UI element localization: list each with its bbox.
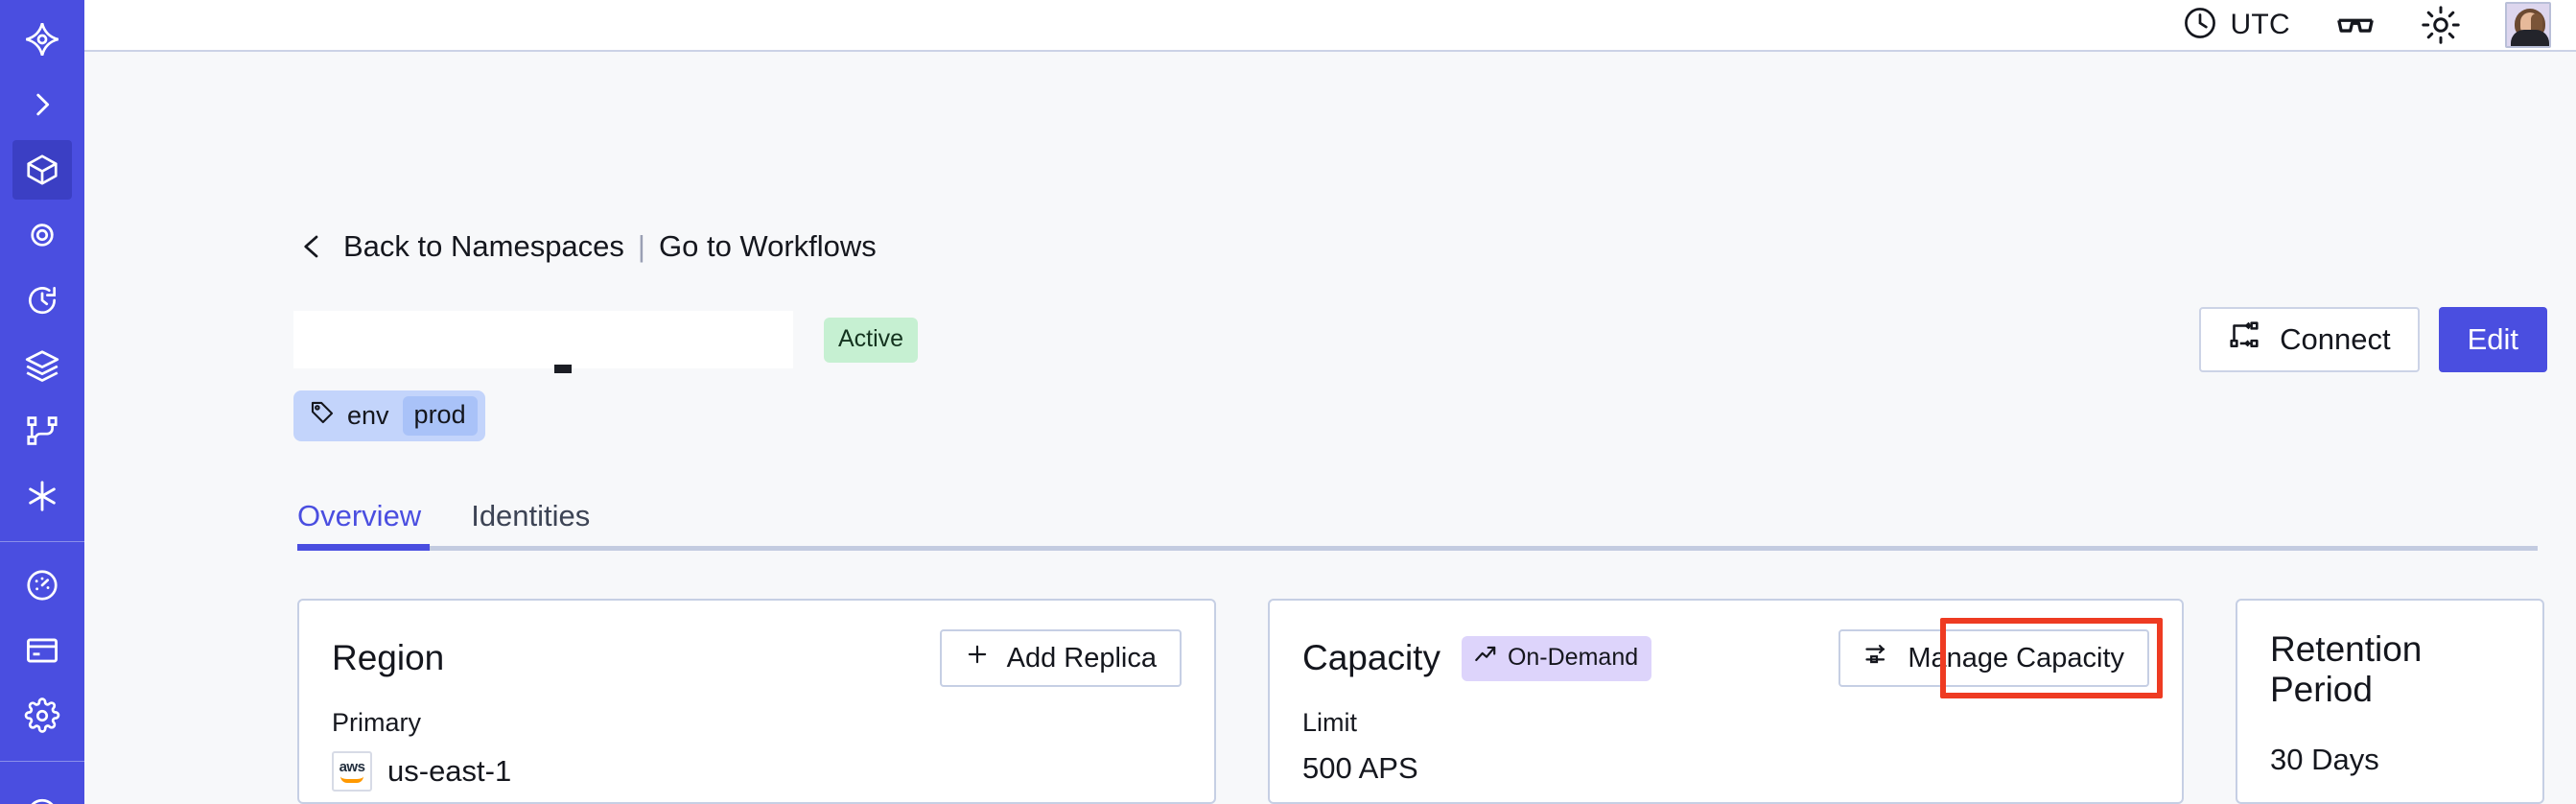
connect-button[interactable]: Connect (2199, 307, 2420, 372)
tab-overview[interactable]: Overview (297, 499, 422, 532)
sidebar (0, 0, 84, 804)
region-card: Region Add Replica Primary (297, 599, 1216, 804)
trend-up-icon (1473, 642, 1498, 674)
capacity-card-header: Capacity On-Demand (1302, 618, 2163, 698)
content-area: Back to Namespaces | Go to Workflows Act… (84, 52, 2576, 804)
main-area: UTC (84, 0, 2576, 804)
namespace-tag[interactable]: env prod (293, 390, 485, 441)
plus-icon (965, 642, 990, 674)
on-demand-badge: On-Demand (1461, 635, 1652, 681)
tab-underline (297, 546, 2538, 551)
capacity-card: Capacity On-Demand (1268, 599, 2184, 804)
timezone-selector[interactable]: UTC (2182, 5, 2290, 46)
capacity-limit-label: Limit (1302, 708, 1358, 737)
sidebar-item-asterisk[interactable] (12, 466, 72, 526)
expand-sidebar-icon[interactable] (12, 75, 72, 134)
sidebar-divider-1 (0, 541, 84, 542)
capacity-card-title: Capacity (1302, 638, 1440, 677)
region-card-header: Region Add Replica (332, 629, 1182, 687)
retention-card-header: Retention Period (2270, 629, 2510, 710)
sidebar-divider-2 (0, 761, 84, 762)
user-avatar[interactable] (2505, 2, 2551, 48)
page-title-redaction-mark (554, 365, 572, 373)
region-primary-label: Primary (332, 708, 421, 737)
region-card-title: Region (332, 638, 445, 677)
tab-active-indicator (297, 544, 430, 551)
edit-button-label: Edit (2467, 322, 2518, 356)
region-value: us-east-1 (387, 754, 512, 788)
overview-cards: Region Add Replica Primary (297, 599, 2576, 804)
sidebar-item-settings[interactable] (12, 686, 72, 745)
header-actions: Connect Edit (2199, 307, 2547, 372)
on-demand-badge-label: On-Demand (1507, 643, 1639, 671)
sidebar-item-usage[interactable] (12, 556, 72, 615)
breadcrumb-back-link[interactable]: Back to Namespaces (343, 229, 624, 263)
capacity-value: 500 APS (1302, 751, 1418, 785)
logo-icon[interactable] (12, 10, 72, 69)
sidebar-item-help-icon[interactable] (12, 775, 72, 804)
sidebar-item-namespaces[interactable] (12, 140, 72, 200)
clock-icon (2182, 5, 2218, 46)
tag-row: env prod (293, 390, 2576, 441)
manage-capacity-label: Manage Capacity (1908, 642, 2124, 674)
tab-bar: Overview Identities (297, 499, 2538, 551)
aws-logo-text: aws (339, 759, 365, 775)
status-badge: Active (824, 317, 919, 363)
manage-capacity-button[interactable]: Manage Capacity (1838, 629, 2149, 687)
sidebar-item-workflows[interactable] (12, 401, 72, 461)
sidebar-item-billing[interactable] (12, 621, 72, 680)
sun-icon[interactable] (2421, 5, 2461, 45)
namespace-header-row: Active (293, 307, 2547, 373)
aws-logo-smile (340, 776, 363, 783)
region-value-row: aws us-east-1 (332, 751, 1182, 792)
breadcrumb: Back to Namespaces | Go to Workflows (297, 229, 2576, 264)
breadcrumb-forward-link[interactable]: Go to Workflows (658, 229, 877, 263)
timezone-label: UTC (2230, 9, 2290, 40)
retention-value: 30 Days (2270, 743, 2379, 776)
tag-icon (309, 399, 336, 433)
retention-card-title: Retention Period (2270, 629, 2423, 709)
sidebar-item-observability[interactable] (12, 205, 72, 265)
avatar-body (2511, 30, 2549, 46)
topbar: UTC (84, 0, 2576, 52)
tag-value: prod (402, 396, 478, 436)
connect-button-label: Connect (2280, 322, 2391, 356)
sidebar-item-history[interactable] (12, 271, 72, 330)
sidebar-item-layers[interactable] (12, 336, 72, 395)
aws-logo: aws (332, 751, 372, 792)
sliders-icon (1863, 641, 1890, 675)
page-title (293, 311, 793, 373)
connect-icon (2228, 319, 2260, 360)
retention-card: Retention Period 30 Days (2236, 599, 2544, 804)
glasses-icon[interactable] (2334, 4, 2377, 46)
tag-key: env (347, 401, 389, 430)
add-replica-button[interactable]: Add Replica (939, 629, 1182, 687)
edit-button[interactable]: Edit (2438, 307, 2547, 372)
add-replica-label: Add Replica (1006, 642, 1157, 674)
tab-identities[interactable]: Identities (471, 499, 591, 532)
chevron-left-icon[interactable] (297, 230, 326, 263)
breadcrumb-separator: | (637, 229, 645, 263)
